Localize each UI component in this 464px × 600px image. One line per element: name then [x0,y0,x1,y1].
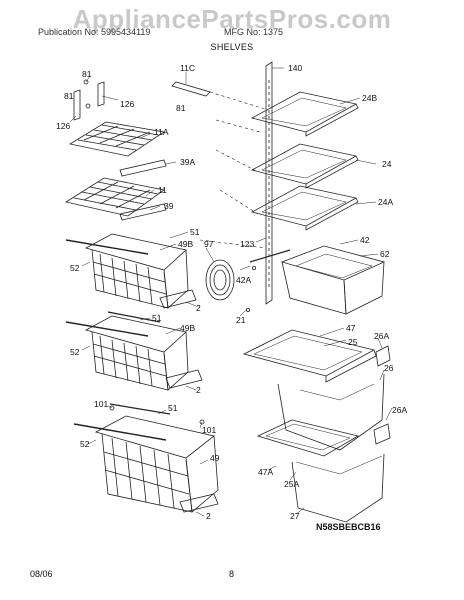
footer-date: 08/06 [30,569,53,579]
publication-number: Publication No: 5995434119 [38,27,151,37]
wire-basket-49 [73,415,219,513]
callout-49: 49 [210,453,220,463]
glass-shelf-24b [250,91,359,137]
callout-47a: 47A [258,467,274,477]
glass-shelf-24 [250,143,359,189]
callout-52: 52 [70,347,80,357]
callout-49b: 49B [178,239,194,249]
callout-26a: 26A [374,331,390,341]
callout-42a: 42A [236,275,252,285]
callout-81: 81 [64,91,74,101]
shelf-support-11c [171,81,211,97]
callout-51: 51 [168,403,178,413]
callout-2: 2 [196,385,201,395]
page-number: 8 [229,569,235,579]
callout-81: 81 [82,69,92,79]
drawer-62 [249,245,386,315]
callout-97: 97 [204,239,214,249]
wire-basket-49b-lower [65,315,203,391]
crisper-cover-25 [242,329,377,383]
callout-27: 27 [290,511,300,521]
callout-21: 21 [236,315,246,325]
callout-25: 25 [348,337,358,347]
crisper-drawer-27 [291,453,385,523]
filter-part-97 [205,259,235,301]
shelf-trim-39a [119,159,167,177]
watermark: AppliancePartsPros.com [72,4,392,34]
callout-140: 140 [288,63,303,73]
callout-24b: 24B [362,93,378,103]
diagram-code: N58SBEBCB16 [316,522,381,532]
crisper-cover-25a [256,419,360,457]
callout-11: 11 [158,185,167,195]
callout-24a: 24A [378,197,394,207]
assembly-lines [199,91,269,249]
callout-11a: 11A [154,127,169,137]
callout-26a: 26A [392,405,408,415]
callout-2: 2 [206,511,211,521]
callout-24: 24 [382,159,392,169]
shelf-brackets [73,79,105,121]
callout-39a: 39A [180,157,196,167]
glass-shelf-24a [250,185,359,231]
callout-26: 26 [384,363,394,373]
callout-52: 52 [80,439,90,449]
callout-62: 62 [380,249,390,259]
callout-126: 126 [56,121,71,131]
callout-101: 101 [202,425,217,435]
wire-basket-49b-upper [65,233,197,309]
section-title: SHELVES [210,42,254,52]
callout-25a: 25A [284,479,300,489]
model-number: MFG No: 1375 [224,27,284,37]
callout-11c: 11C [180,63,195,73]
leader-lines [69,67,393,517]
wire-shelf-11 [64,177,167,221]
callout-51: 51 [190,227,200,237]
callout-123: 123 [240,239,255,249]
callout-51: 51 [152,313,162,323]
callout-49b: 49B [180,323,196,333]
callout-39: 39 [164,201,174,211]
wire-shelf-11a [68,121,166,157]
callout-126: 126 [120,99,135,109]
small-hardware [107,265,256,425]
crisper-drawer-26 [277,345,391,451]
shelf-rail [265,61,273,305]
callout-42: 42 [360,235,370,245]
callout-81: 81 [176,103,186,113]
callout-47: 47 [346,323,356,333]
callout-101: 101 [94,399,109,409]
callout-52: 52 [70,263,80,273]
callout-2: 2 [196,303,201,313]
